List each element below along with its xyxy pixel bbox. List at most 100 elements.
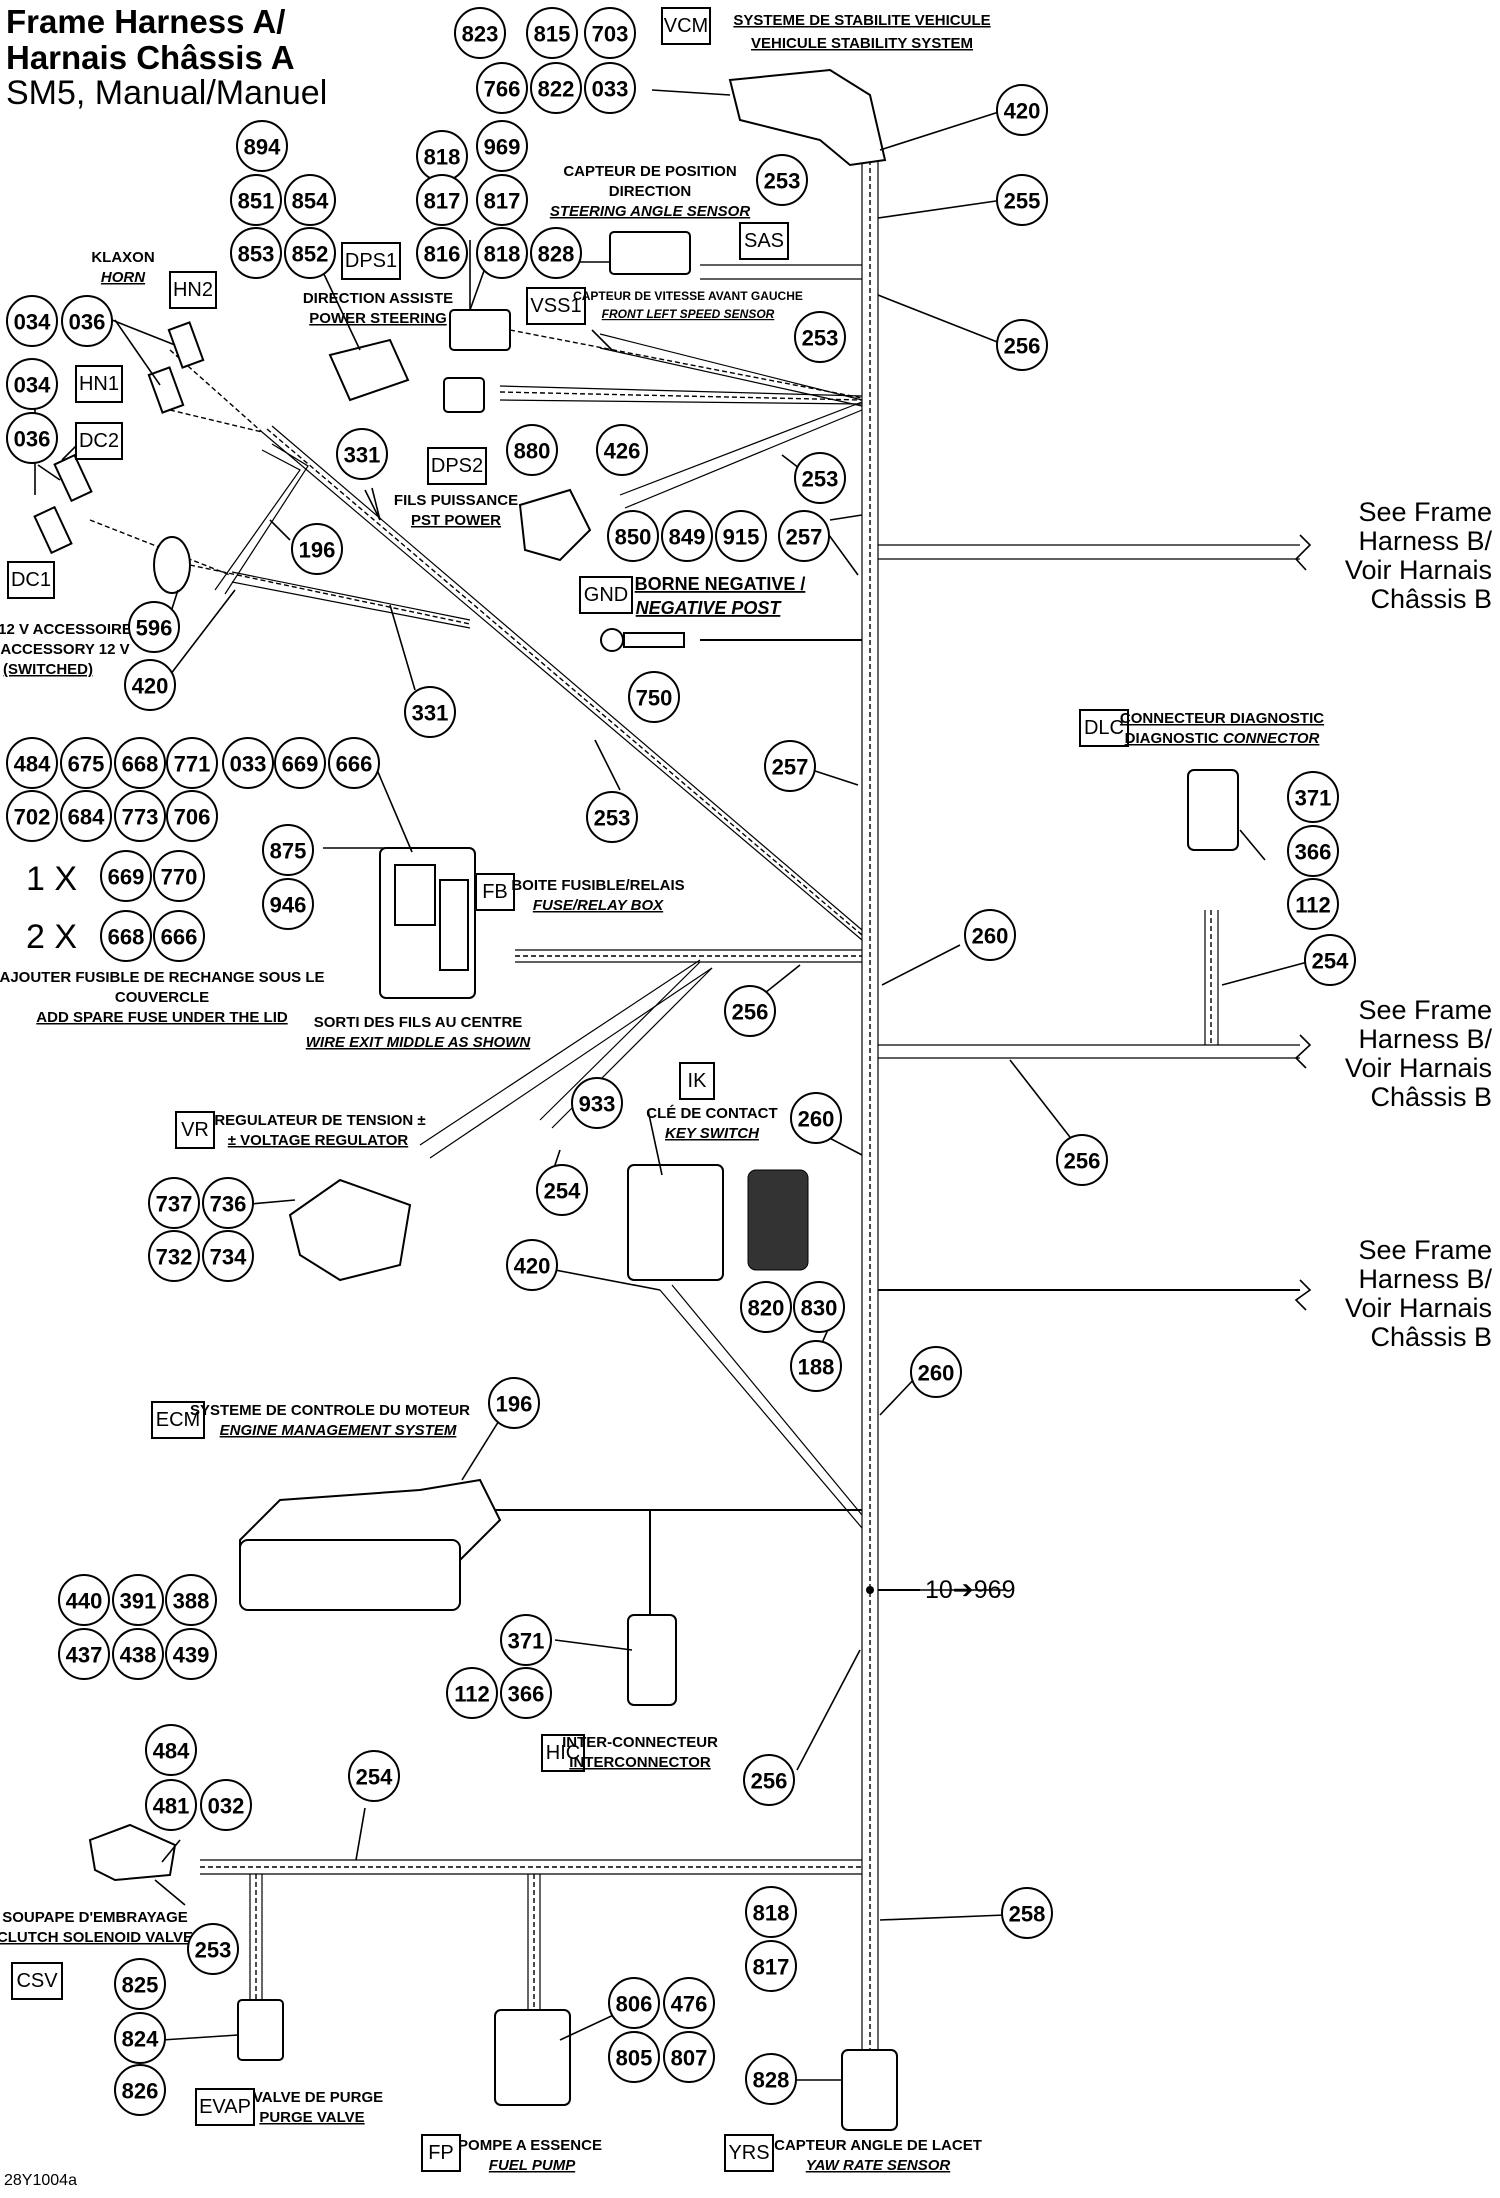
callout-bubble: 484 <box>6 737 58 789</box>
callout-number: 366 <box>508 1682 545 1707</box>
fb-note-fr2: COUVERCLE <box>115 989 209 1006</box>
dc1-label-note: (SWITCHED) <box>3 661 93 678</box>
callout-bubble: 750 <box>628 671 680 723</box>
callout-bubble: 732 <box>148 1230 200 1282</box>
svg-text:HN2: HN2 <box>173 279 213 301</box>
callout-bubble: 766 <box>476 62 528 114</box>
callout-bubble: 852 <box>284 227 336 279</box>
callout-bubble: 437 <box>58 1628 110 1680</box>
callout-bubble: 253 <box>756 154 808 206</box>
callout-number: 815 <box>534 22 571 47</box>
svg-text:HIC: HIC <box>546 1742 580 1764</box>
hic-connector <box>627 1614 677 1706</box>
callout-bubble: 438 <box>112 1628 164 1680</box>
sas-connector <box>609 231 691 275</box>
code-box-fb: FB <box>475 873 515 911</box>
callout-bubble: 366 <box>500 1667 552 1719</box>
callout-bubble: 257 <box>764 740 816 792</box>
callout-number: 438 <box>120 1643 157 1668</box>
callout-bubble: 596 <box>128 601 180 653</box>
fb-exit-fr: SORTI DES FILS AU CENTRE <box>314 1014 523 1031</box>
callout-bubble: 476 <box>663 1977 715 2029</box>
sas-label-fr1: CAPTEUR DE POSITION <box>563 163 736 180</box>
callout-bubble: 817 <box>745 1940 797 1992</box>
callout-number: 684 <box>68 805 105 830</box>
callout-number: 036 <box>14 427 51 452</box>
dc1-label-en: ACCESSORY 12 V <box>0 641 129 658</box>
callout-number: 666 <box>336 752 373 777</box>
callout-number: 824 <box>122 2027 159 2052</box>
yrs-label-en: YAW RATE SENSOR <box>806 2157 951 2174</box>
callout-number: 253 <box>802 467 839 492</box>
callout-bubble: 684 <box>60 790 112 842</box>
ground-ring-terminal <box>600 628 624 652</box>
callout-number: 371 <box>1295 786 1332 811</box>
ground-terminal-barrel <box>623 632 685 648</box>
code-box-fp: FP <box>421 2134 461 2172</box>
code-box-sas: SAS <box>739 222 789 260</box>
callout-number: 969 <box>484 135 521 160</box>
callout-number: 484 <box>14 752 51 777</box>
ik-label-en: KEY SWITCH <box>665 1125 760 1142</box>
callout-number: 706 <box>174 805 211 830</box>
callout-number: 849 <box>669 525 706 550</box>
horn-label-fr: KLAXON <box>91 249 154 266</box>
callout-bubble: 668 <box>114 737 166 789</box>
callout-number: 854 <box>292 189 329 214</box>
callout-number: 257 <box>786 525 823 550</box>
key-switch-connector <box>747 1169 809 1271</box>
callout-number: 732 <box>156 1245 193 1270</box>
callout-bubble: 969 <box>476 120 528 172</box>
code-box-hic: HIC <box>541 1734 585 1772</box>
callout-bubble: 669 <box>274 737 326 789</box>
callout-bubble: 253 <box>586 791 638 843</box>
callout-bubble: 734 <box>202 1230 254 1282</box>
sas-label-en: STEERING ANGLE SENSOR <box>550 203 750 220</box>
csv-label-fr: SOUPAPE D'EMBRAYAGE <box>2 1909 188 1926</box>
callout-number: 331 <box>344 443 381 468</box>
svg-text:VSS1: VSS1 <box>530 295 581 317</box>
callout-bubble: 826 <box>114 2064 166 2116</box>
vr-label-fr: REGULATEUR DE TENSION ± <box>214 1112 425 1129</box>
gnd-label-fr: BORNE NEGATIVE / <box>635 574 806 594</box>
callout-number: 253 <box>764 169 801 194</box>
callout-number: 253 <box>195 1938 232 1963</box>
vss1-connector <box>449 309 511 351</box>
callout-bubble: 824 <box>114 2012 166 2064</box>
callout-number: 771 <box>174 752 211 777</box>
svg-text:SAS: SAS <box>744 230 784 252</box>
callout-number: 420 <box>1004 99 1041 124</box>
callout-bubble: 366 <box>1287 825 1339 877</box>
callout-number: 668 <box>108 925 145 950</box>
callout-number: 437 <box>66 1643 103 1668</box>
callout-bubble: 818 <box>745 1886 797 1938</box>
callout-number: 817 <box>753 1955 790 1980</box>
vss1-label-fr: CAPTEUR DE VITESSE AVANT GAUCHE <box>573 289 803 303</box>
dps1-label-fr: DIRECTION ASSISTE <box>303 290 453 307</box>
callout-bubble: 256 <box>996 319 1048 371</box>
callout-bubble: 331 <box>336 428 388 480</box>
callout-number: 391 <box>120 1589 157 1614</box>
callout-number: 806 <box>616 1992 653 2017</box>
callout-number: 818 <box>753 1901 790 1926</box>
purge-valve <box>237 1999 284 2061</box>
callout-number: 828 <box>538 242 575 267</box>
dps2-label-fr: FILS PUISSANCE <box>394 492 518 509</box>
callout-bubble: 253 <box>794 311 846 363</box>
callout-number: 255 <box>1004 189 1041 214</box>
callout-bubble: 822 <box>530 62 582 114</box>
callout-bubble: 773 <box>114 790 166 842</box>
callout-number: 188 <box>798 1355 835 1380</box>
callout-number: 669 <box>108 865 145 890</box>
callout-number: 254 <box>356 1765 393 1790</box>
fuel-pump-connector <box>494 2009 571 2106</box>
sas-label-fr2: DIRECTION <box>609 183 692 200</box>
callout-number: 750 <box>636 686 673 711</box>
callout-bubble: 825 <box>114 1958 166 2010</box>
callout-bubble: 112 <box>1287 878 1339 930</box>
diagram-title-line-3: SM5, Manual/Manuel <box>6 74 328 112</box>
gnd-label-en: NEGATIVE POST <box>636 598 783 618</box>
